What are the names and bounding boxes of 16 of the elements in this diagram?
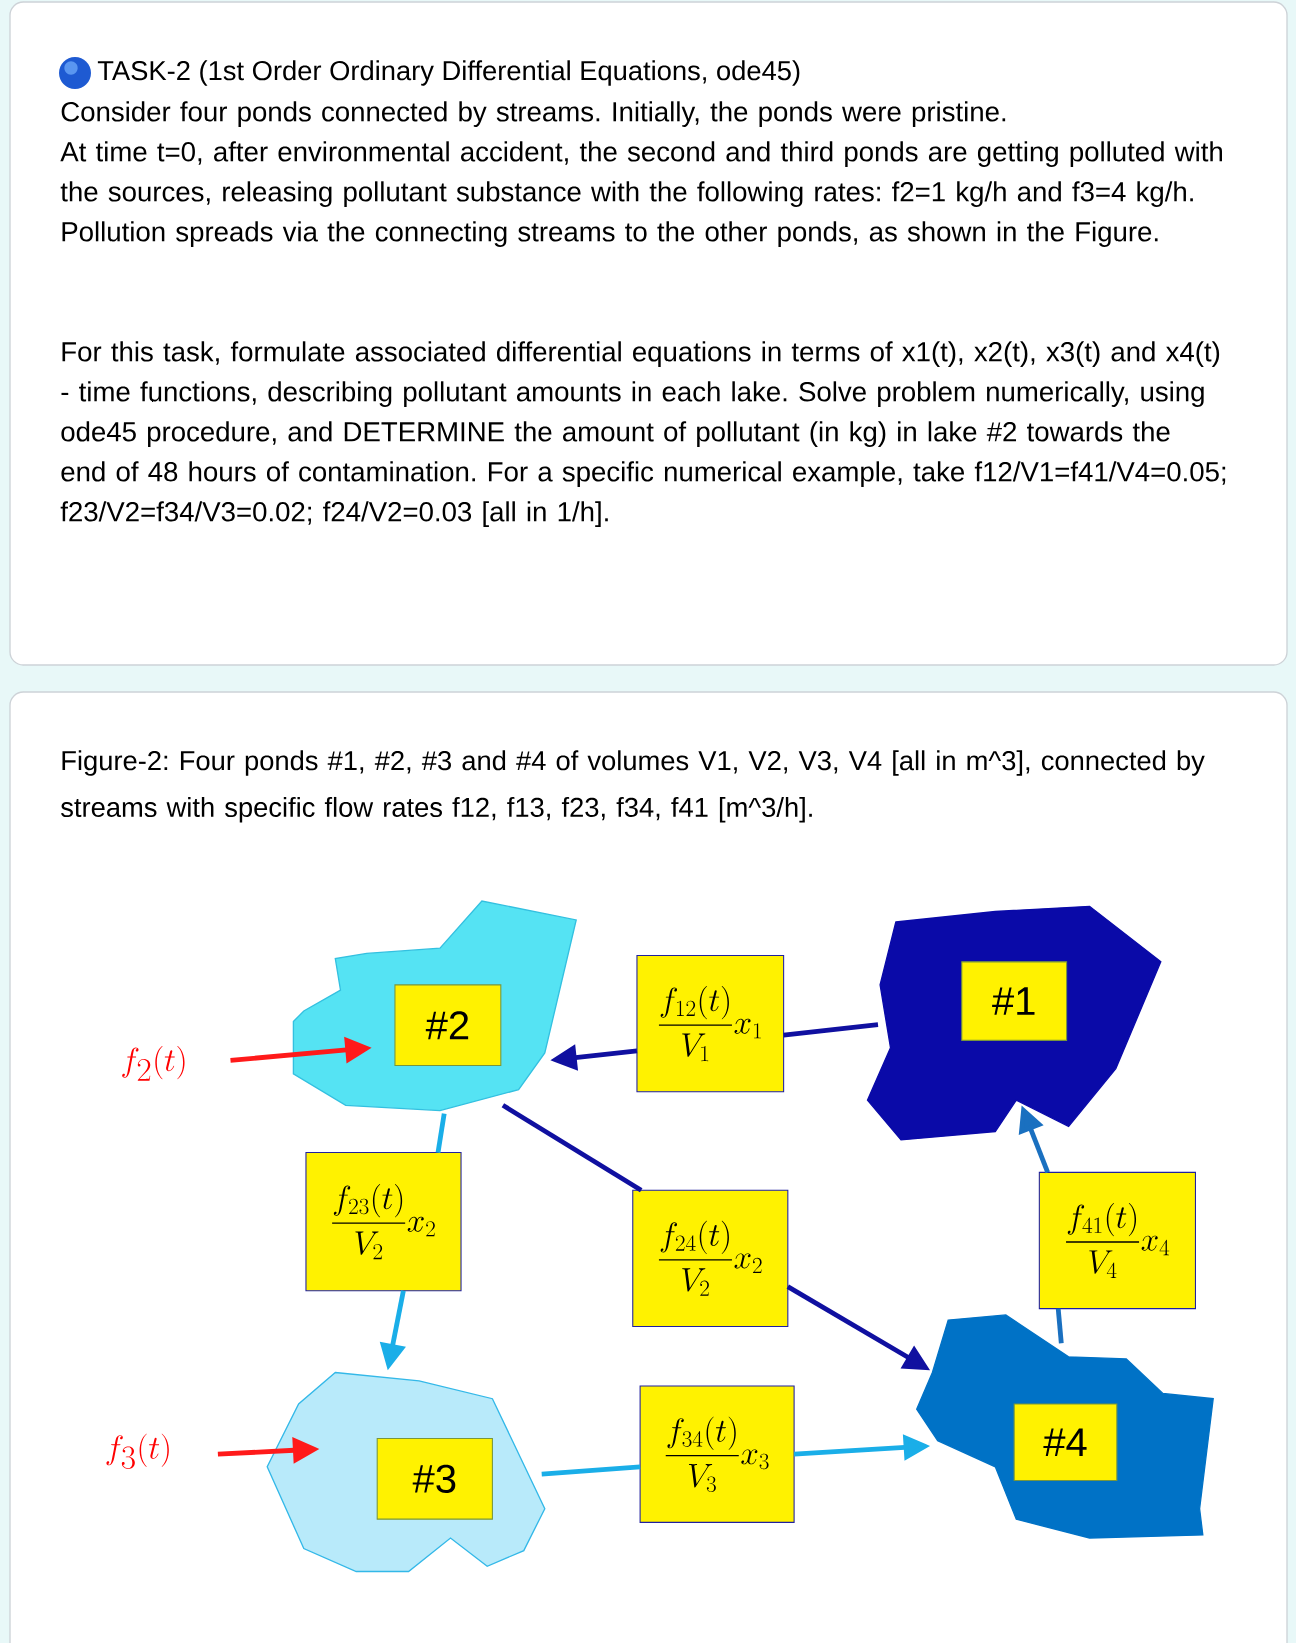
formula-box: $\dfrac{f_{41}(t)}{V_4}x_4$ [1038,1171,1196,1310]
heading: TASK-2 (1st Order Ordinary Differential Equations, ode45) [97,60,800,86]
pond: #3 [266,1371,546,1573]
paragraph: For this task, formulate associated differential equations in terms of x1(t), x2(t), x3(t) and x4(t) - time functions, describing pollutant amounts in each lake. Solve problem numerically, using ode45 procedure, and DETERMINE the amount of pollutant (in kg) in lake #2 towards the end of 48 hours of contamination. For a specific numerical example, take f12/V1=f41/V4=0.05; f23/V2=f34/V3=0.02; f24/V2=0.03 [all in 1/h]. [60,341,1226,527]
pond: #1 [866,905,1162,1141]
pond: #2 [292,900,577,1112]
pond: #4 [915,1314,1214,1539]
formula-box: $\dfrac{f_{12}(t)}{V_1}x_1$ [636,954,785,1093]
paragraph: At time t=0, after environmental accident, the second and third ponds are getting polluted with the sources, releasing pollutant substance with the following rates: f2=1 kg/h and f3=4 kg/h. Pollution spreads via the connecting streams to the other ponds, as shown in the Figure. [60,141,1222,247]
source-label: $f_3(t)$ [106,1433,169,1470]
source-label: $f_2(t)$ [122,1046,185,1081]
formula-box: $\dfrac{f_{23}(t)}{V_2}x_2$ [305,1151,462,1292]
paragraph: Consider four ponds connected by streams. Initially, the ponds were pristine. [61,101,1006,127]
figure-caption: Figure-2: Four ponds #1, #2, #3 and #4 of volumes V1, V2, V3, V4 [all in m^3], connected by streams with specific flow rates f12, f13, f23, f34, f41 [m^3/h]. [61,750,1205,823]
formula-box: $\dfrac{f_{24}(t)}{V_2}x_2$ [632,1189,789,1327]
formula-box: $\dfrac{f_{34}(t)}{V_3}x_3$ [639,1385,795,1523]
